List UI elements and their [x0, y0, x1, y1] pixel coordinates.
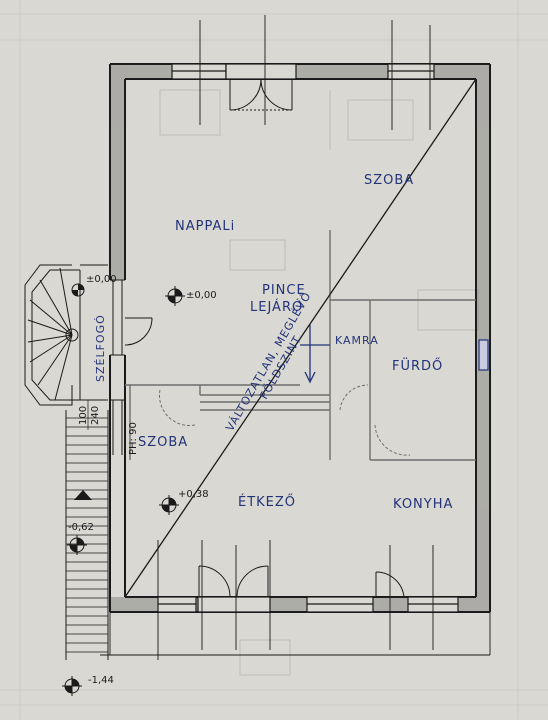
level-marker-stair — [71, 283, 85, 297]
room-label-kamra: KAMRA — [335, 334, 379, 347]
diagonal-line — [124, 78, 477, 598]
room-label-nappali: NAPPALi — [175, 219, 235, 234]
level-marker-ground — [62, 676, 82, 696]
level-text-stair: ±0,00 — [86, 274, 117, 285]
level-marker-entry — [67, 535, 87, 555]
room-label-konyha: KONYHA — [393, 497, 453, 512]
top-windows — [171, 63, 435, 80]
level-text-ground: -1,44 — [88, 675, 114, 686]
parapet-text: PH: 90 — [128, 422, 139, 455]
interior-door-swings — [159, 384, 411, 456]
room-label-etkezo: ÉTKEZŐ — [238, 494, 296, 510]
terrace — [100, 612, 491, 656]
ghost-lines — [159, 89, 479, 676]
room-label-szelfogo: SZÉLFOGÓ — [94, 314, 107, 382]
room-label-furdo: FÜRDŐ — [392, 357, 443, 374]
level-marker-nappali — [165, 286, 185, 306]
entry-marker — [74, 490, 92, 500]
door-height-text: 240 — [90, 406, 101, 425]
door-width-text: 100 — [78, 406, 89, 425]
entrance-door — [110, 279, 153, 455]
level-text-szoba: +0,38 — [178, 489, 209, 500]
level-text-entry: -0,62 — [68, 522, 94, 533]
level-text-nappali: ±0,00 — [186, 290, 217, 301]
top-door-swing — [229, 78, 293, 111]
grid-axes-top — [199, 15, 431, 130]
room-label-lejaro: LEJÁRÓ — [250, 299, 303, 315]
stair-steps — [66, 417, 108, 653]
spiral-stair — [24, 264, 108, 406]
bottom-openings — [157, 596, 459, 613]
basement-stair-arrow — [300, 325, 330, 384]
room-label-szoba-left: SZOBA — [138, 435, 188, 450]
bath-window — [478, 339, 489, 371]
room-label-szoba-top: SZOBA — [364, 173, 414, 188]
grid-axes-bottom — [157, 540, 434, 660]
level-marker-szoba — [159, 495, 179, 515]
bottom-door-swing — [198, 565, 405, 598]
room-label-pince: PINCE — [262, 283, 306, 298]
